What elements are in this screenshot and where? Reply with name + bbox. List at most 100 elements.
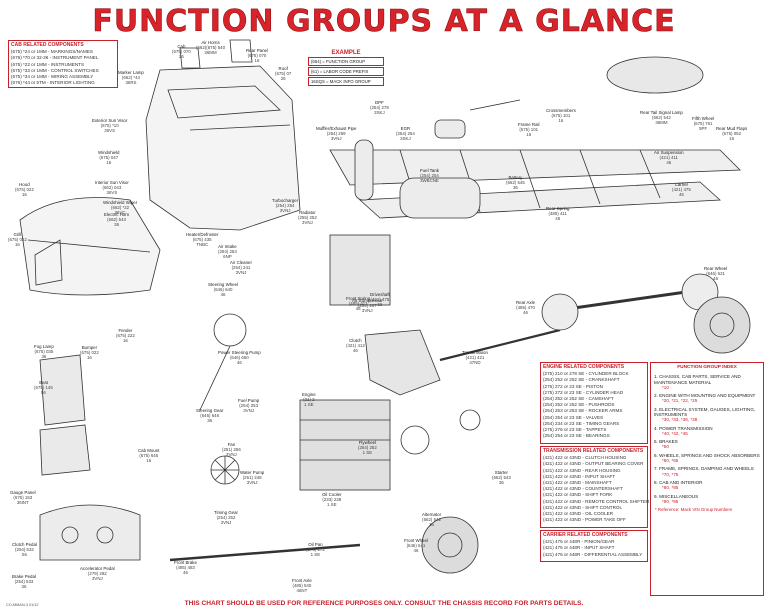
component-mack-code: 16	[106, 160, 112, 166]
component-mack-code: 36	[512, 185, 518, 191]
component-mack-code: 46	[355, 306, 361, 312]
component-name: Oil Cooler	[322, 492, 342, 497]
component-group-code: (254) 532	[15, 547, 34, 553]
engine-box-title: ENGINE RELATED COMPONENTS	[543, 364, 625, 370]
component-name: Roof	[278, 66, 288, 71]
component-group-code: (675) 052	[722, 131, 742, 137]
dashboard-shape	[39, 504, 141, 561]
component-name: Interior Sun Visor	[95, 180, 129, 185]
component-mack-code: 1 SE	[310, 552, 321, 558]
component-group-code: (233) 238	[322, 497, 342, 503]
engine-component-line: (275) 272 or 23 SE - PISTON	[543, 383, 603, 389]
transmission-component-line: (421) 422 or 43ND - POWER TAKE OFF	[543, 517, 626, 523]
component-mack-code: 1 SE	[304, 402, 314, 408]
component-mack-code: 46	[666, 160, 672, 166]
component-group-code: (254) 278	[370, 105, 389, 111]
component-mack-code: 46	[413, 548, 419, 554]
component-group-code: (646) 650	[229, 355, 249, 361]
component-group-code: (646) 646	[200, 413, 220, 419]
component-mack-code: 36	[429, 522, 434, 528]
rear-wheel-shape	[693, 296, 751, 354]
component-group-code: (646) 640	[213, 287, 233, 293]
group-index-item: 6. WHEELS, SPRINGS AND SHOCK ABSORBERS*6…	[654, 453, 761, 464]
cab-component-line: (675) *24 or 1MM - MARKINGS/NAMES	[11, 49, 93, 55]
component-group-code: (662) 542	[422, 517, 441, 523]
component-group-code: (675) 022	[8, 237, 27, 243]
example-title: EXAMPLE	[331, 50, 361, 56]
component-group-code: (662) 542	[652, 115, 671, 121]
component-name: Air Horns	[201, 40, 220, 45]
component-mack-code: 36	[21, 584, 27, 590]
component-mack-code: 56	[22, 552, 27, 558]
cab-component-line: (675) *22 or 1MM - INSTRUMENTS	[11, 61, 85, 67]
component-group-code: (485) 483	[176, 565, 195, 571]
cab-component-line: (676) *70 or 32-36 - INSTRUMENT PANEL	[11, 55, 99, 61]
component-name: Grill	[13, 232, 22, 237]
component-mack-code: 3VNJ	[235, 270, 247, 276]
component-mack-code: 16	[254, 58, 260, 64]
cab-box-title: CAB RELATED COMPONENTS	[11, 42, 84, 48]
component-mack-code: 1 SE	[327, 502, 337, 508]
component-mack-code: 16	[729, 136, 735, 142]
component-group-code: (254) 254	[218, 249, 237, 255]
component-group-code: (675) 435	[192, 237, 212, 243]
component-group-code: (662) 043	[102, 185, 122, 191]
component-group-code: (662) *22	[111, 205, 130, 211]
fifth-wheel-shape	[606, 56, 704, 94]
component-group-code: (675) 022	[15, 187, 34, 193]
component-group-code: (254) 254	[420, 173, 439, 179]
component-name: EGR	[400, 126, 411, 131]
component-mack-code: 36VS	[106, 190, 118, 196]
component-name: Gauge Panel	[10, 490, 36, 495]
component-group-code: (675) *10	[100, 123, 119, 129]
component-name: Front Spring	[346, 296, 371, 301]
group-index-vin-codes: *20, *21, *22, *25	[662, 398, 698, 404]
component-name: Oil Pan	[308, 542, 323, 547]
group-index-vin-codes: *40, *42, *45	[662, 430, 688, 436]
component-mack-code: 36	[114, 222, 120, 228]
component-mack-code: 46	[236, 360, 242, 366]
component-group-code: (662)(675) 540	[196, 45, 226, 51]
component-group-code: (421) 475	[370, 297, 390, 303]
component-group-code: (662) 543	[492, 475, 511, 481]
component-group-code: (485) 470	[516, 305, 535, 311]
component-name: Clutch	[349, 338, 362, 343]
group-index-label: 1. CHASSIS, CAB PARTS, SERVICE AND MAINT…	[654, 374, 741, 385]
component-group-code: (421) 421	[465, 355, 485, 361]
component-name: Fuel Tank	[420, 168, 439, 173]
group-index-item: 3. ELECTRICAL SYSTEM, GAUGES, LIGHTING, …	[654, 407, 761, 423]
component-mack-code: 3SKJ	[400, 136, 411, 142]
component-name: Flywheel	[358, 440, 377, 445]
component-name: Steering Wheel	[208, 282, 239, 287]
component-name: Driveshaft	[370, 292, 390, 297]
component-group-code: (21) 2	[303, 397, 315, 403]
group-index-label: 2. ENGINE WITH MOUNTING AND EQUIPMENT	[654, 393, 756, 399]
engine-component-line: (254) 252 or 252 SE - CRANKSHAFT	[543, 377, 620, 383]
component-mack-code: 3VNJ	[330, 136, 342, 142]
group-index-vin-codes: *90, *95	[662, 498, 679, 504]
carrier-related-box: CARRIER RELATED COMPONENTS (421) 475 or …	[540, 530, 648, 562]
component-name: DPF	[375, 100, 384, 105]
component-name: Front Brake	[174, 560, 197, 565]
component-name: Muffler/Exhaust Pipe	[316, 126, 357, 131]
component-group-code: (675) 222	[116, 333, 135, 339]
